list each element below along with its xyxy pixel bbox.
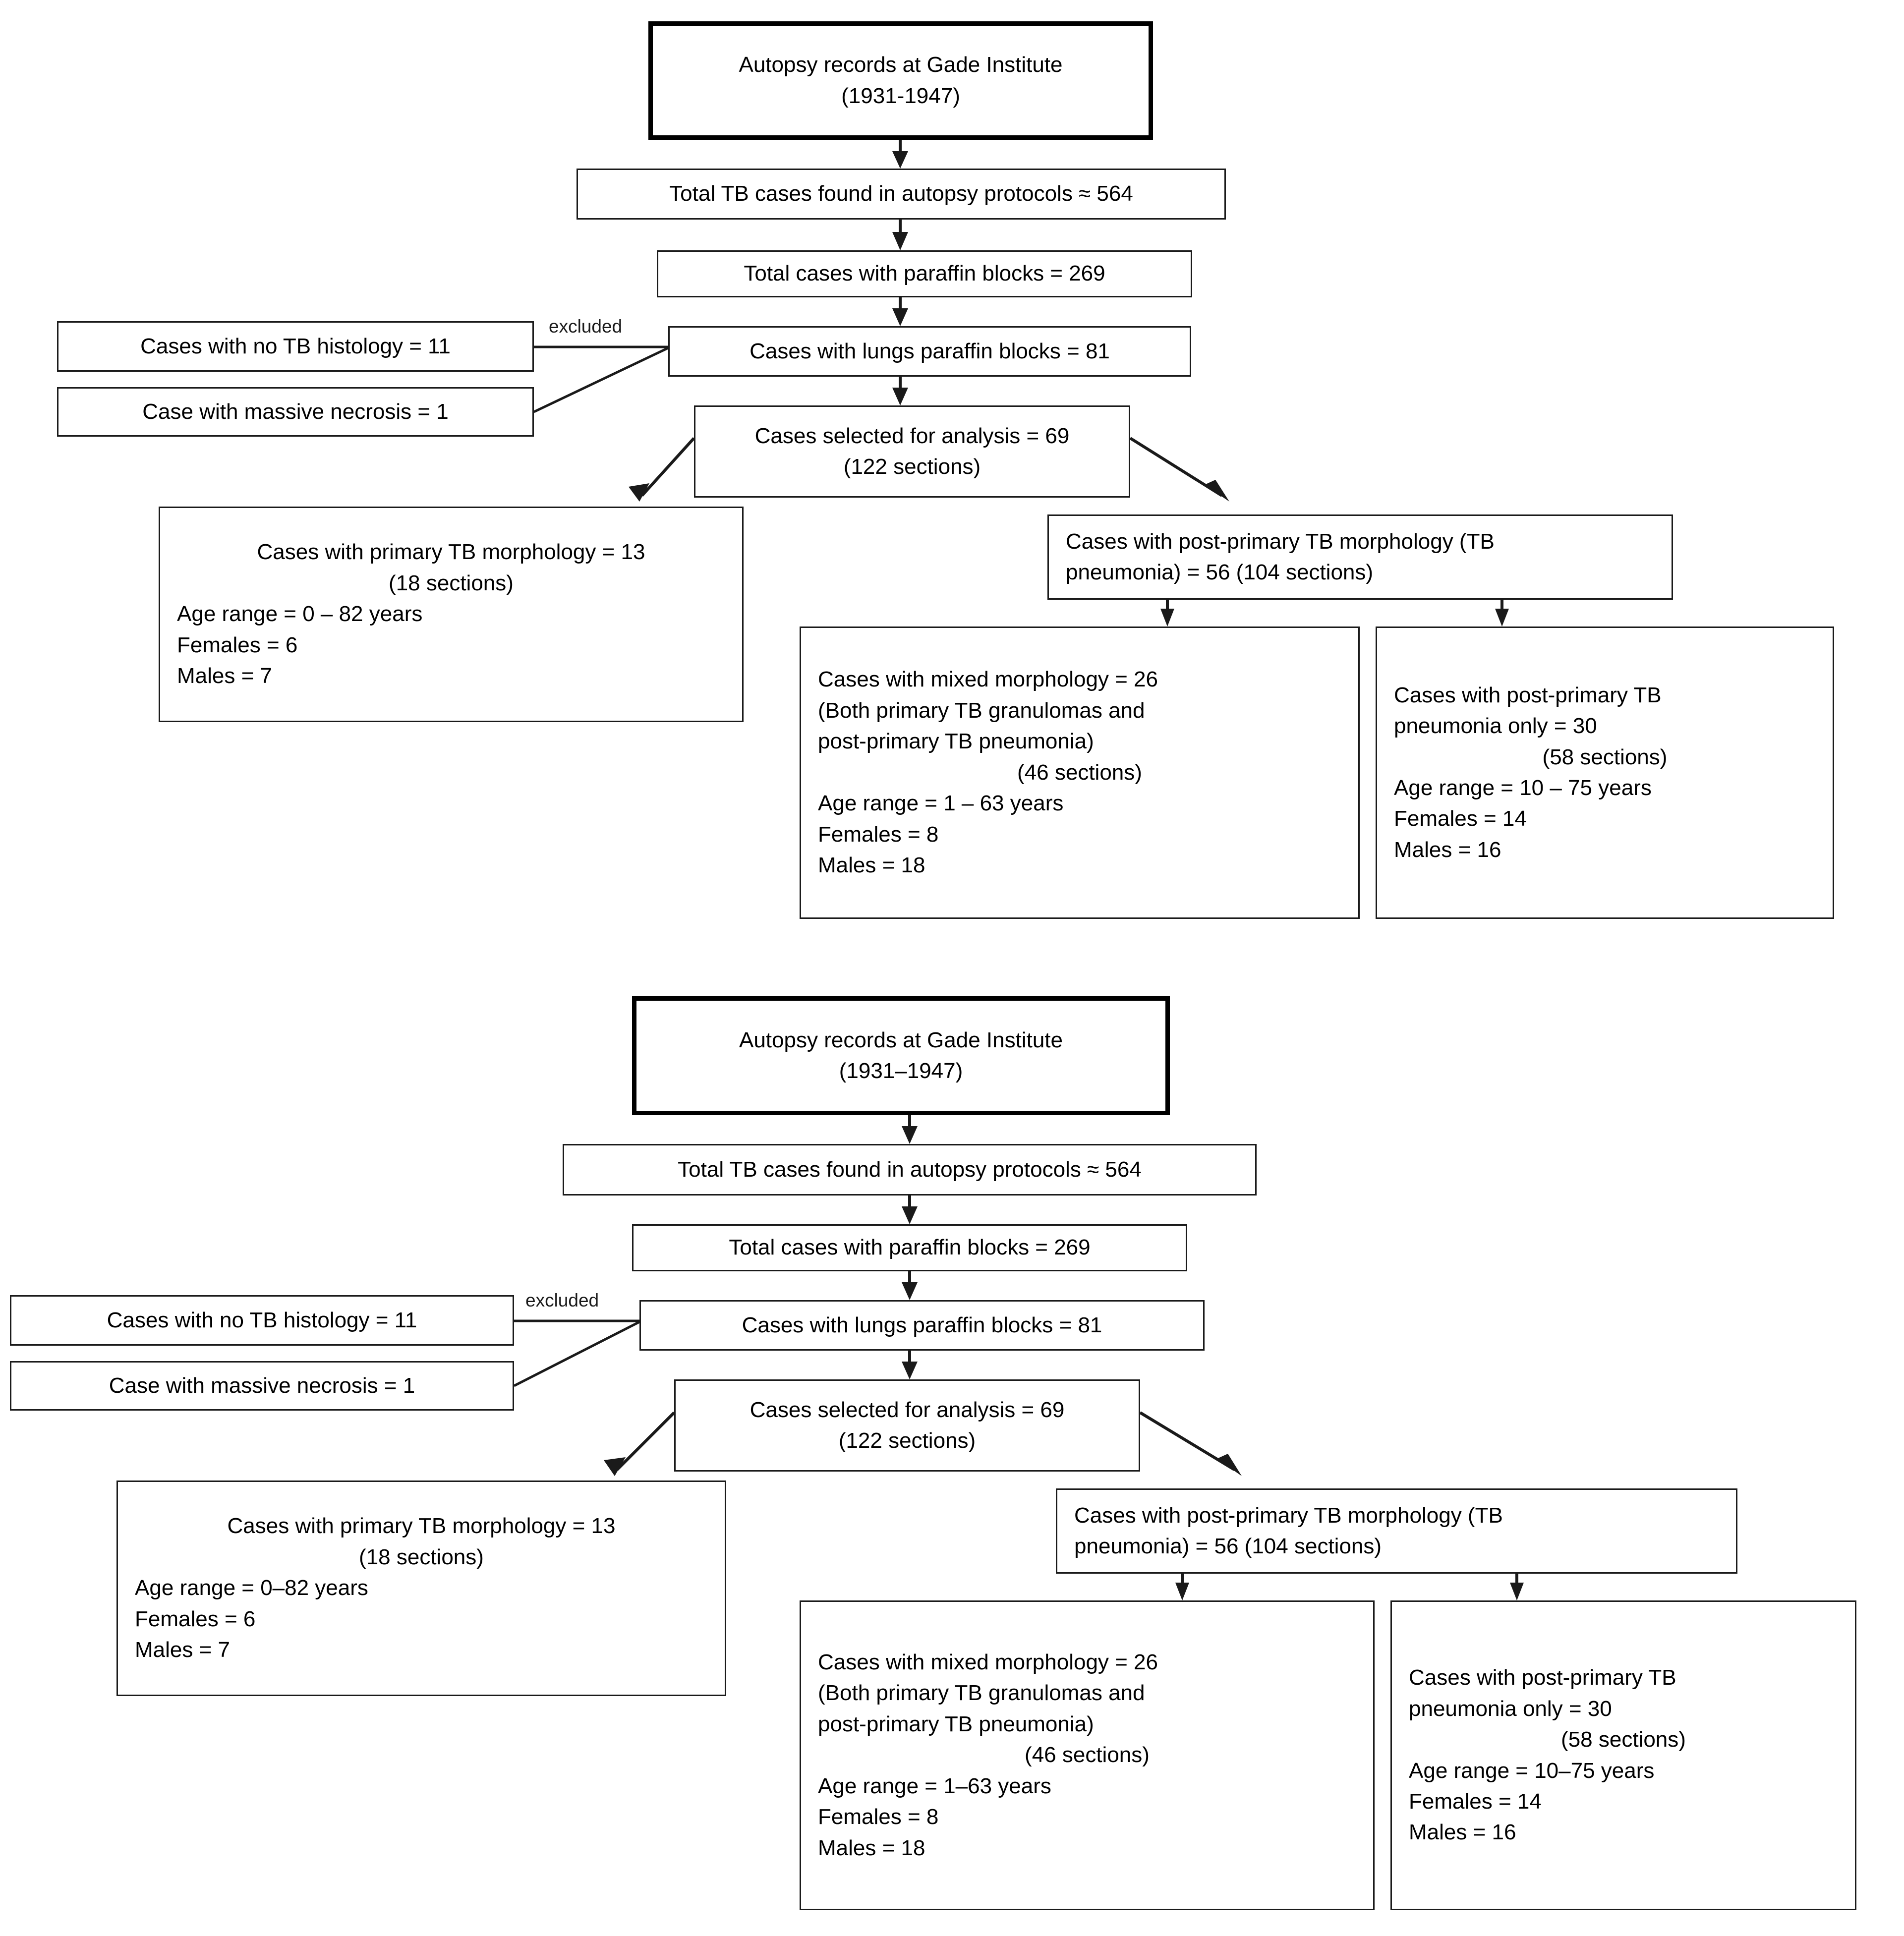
node-primary-tb-males: Males = 7	[135, 1638, 230, 1662]
node-mixed-morphology: Cases with mixed morphology = 26 (Both p…	[800, 1600, 1375, 1910]
node-mixed-morphology-line2: (Both primary TB granulomas and	[818, 698, 1145, 723]
node-post-primary-only-sections: (58 sections)	[1561, 1727, 1686, 1752]
node-total-tb-cases: Total TB cases found in autopsy protocol…	[563, 1144, 1257, 1196]
node-primary-tb-line1: Cases with primary TB morphology = 13	[227, 1514, 616, 1538]
node-lungs-paraffin-blocks-text: Cases with lungs paraffin blocks = 81	[750, 339, 1110, 363]
flowchart-top: Autopsy records at Gade Institute (1931-…	[0, 0, 1904, 942]
node-lungs-paraffin-blocks-text: Cases with lungs paraffin blocks = 81	[742, 1312, 1102, 1337]
node-excluded-no-histology: Cases with no TB histology = 11	[57, 321, 534, 372]
node-mixed-morphology-age-range: Age range = 1 – 63 years	[818, 791, 1064, 816]
node-post-primary-tb-line1: Cases with post-primary TB morphology (T…	[1074, 1503, 1503, 1528]
node-root: Autopsy records at Gade Institute (1931-…	[648, 21, 1153, 140]
node-mixed-morphology-line3: post-primary TB pneumonia)	[818, 729, 1094, 754]
node-lungs-paraffin-blocks: Cases with lungs paraffin blocks = 81	[668, 326, 1191, 377]
node-primary-tb-age-range: Age range = 0–82 years	[135, 1576, 368, 1600]
node-excluded-massive-necrosis-text: Case with massive necrosis = 1	[142, 399, 449, 424]
node-cases-selected-line1: Cases selected for analysis = 69	[754, 423, 1070, 448]
node-post-primary-only-males: Males = 16	[1394, 837, 1501, 862]
node-primary-tb-females: Females = 6	[177, 632, 298, 657]
node-post-primary-tb-line2: pneumonia) = 56 (104 sections)	[1066, 560, 1374, 584]
node-primary-tb: Cases with primary TB morphology = 13 (1…	[159, 507, 744, 722]
excluded-label: excluded	[549, 316, 623, 337]
node-post-primary-only-line2: pneumonia only = 30	[1409, 1696, 1612, 1721]
node-mixed-morphology-males: Males = 18	[818, 1835, 925, 1860]
node-mixed-morphology-sections: (46 sections)	[1017, 760, 1142, 785]
node-excluded-massive-necrosis: Case with massive necrosis = 1	[10, 1361, 514, 1411]
node-primary-tb-line2: (18 sections)	[359, 1544, 484, 1569]
node-mixed-morphology-females: Females = 8	[818, 822, 939, 847]
node-root-line2: (1931–1947)	[839, 1059, 963, 1083]
node-excluded-no-histology-text: Cases with no TB histology = 11	[140, 334, 451, 358]
node-excluded-massive-necrosis-text: Case with massive necrosis = 1	[109, 1373, 415, 1398]
node-post-primary-only-females: Females = 14	[1409, 1789, 1542, 1814]
node-post-primary-tb-line2: pneumonia) = 56 (104 sections)	[1074, 1534, 1382, 1558]
node-post-primary-only-line1: Cases with post-primary TB	[1394, 683, 1662, 707]
node-post-primary-only-line2: pneumonia only = 30	[1394, 714, 1597, 739]
node-post-primary-only-females: Females = 14	[1394, 806, 1527, 831]
node-paraffin-blocks-text: Total cases with paraffin blocks = 269	[729, 1235, 1091, 1260]
node-post-primary-only-age-range: Age range = 10 – 75 years	[1394, 776, 1652, 800]
node-cases-selected-line1: Cases selected for analysis = 69	[750, 1397, 1065, 1422]
node-post-primary-only: Cases with post-primary TB pneumonia onl…	[1376, 626, 1834, 919]
node-paraffin-blocks: Total cases with paraffin blocks = 269	[632, 1224, 1187, 1271]
node-mixed-morphology-line1: Cases with mixed morphology = 26	[818, 1650, 1158, 1674]
node-mixed-morphology-males: Males = 18	[818, 853, 925, 878]
node-root-line2: (1931-1947)	[841, 83, 960, 108]
node-excluded-no-histology-text: Cases with no TB histology = 11	[107, 1308, 417, 1332]
node-post-primary-only: Cases with post-primary TB pneumonia onl…	[1390, 1600, 1856, 1910]
flowchart-bottom: Autopsy records at Gade Institute (1931–…	[0, 942, 1904, 1936]
node-paraffin-blocks-text: Total cases with paraffin blocks = 269	[744, 261, 1105, 286]
node-post-primary-tb: Cases with post-primary TB morphology (T…	[1056, 1488, 1737, 1574]
node-mixed-morphology-females: Females = 8	[818, 1805, 939, 1829]
node-primary-tb: Cases with primary TB morphology = 13 (1…	[116, 1480, 726, 1696]
node-post-primary-tb: Cases with post-primary TB morphology (T…	[1047, 514, 1673, 600]
node-post-primary-only-line1: Cases with post-primary TB	[1409, 1665, 1676, 1690]
node-mixed-morphology: Cases with mixed morphology = 26 (Both p…	[800, 626, 1360, 919]
node-mixed-morphology-line3: post-primary TB pneumonia)	[818, 1711, 1094, 1736]
excluded-label: excluded	[525, 1290, 599, 1310]
node-cases-selected: Cases selected for analysis = 69 (122 se…	[674, 1379, 1140, 1472]
node-primary-tb-line1: Cases with primary TB morphology = 13	[257, 540, 645, 565]
node-excluded-no-histology: Cases with no TB histology = 11	[10, 1295, 514, 1346]
node-cases-selected: Cases selected for analysis = 69 (122 se…	[694, 405, 1130, 498]
node-cases-selected-line2: (122 sections)	[838, 1428, 976, 1453]
node-primary-tb-age-range: Age range = 0 – 82 years	[177, 602, 423, 626]
node-post-primary-only-age-range: Age range = 10–75 years	[1409, 1758, 1655, 1783]
node-mixed-morphology-sections: (46 sections)	[1025, 1743, 1150, 1767]
node-lungs-paraffin-blocks: Cases with lungs paraffin blocks = 81	[639, 1300, 1205, 1351]
node-primary-tb-females: Females = 6	[135, 1606, 256, 1631]
node-total-tb-cases-text: Total TB cases found in autopsy protocol…	[669, 181, 1133, 206]
node-primary-tb-line2: (18 sections)	[389, 570, 514, 595]
node-cases-selected-line2: (122 sections)	[843, 455, 981, 479]
node-total-tb-cases: Total TB cases found in autopsy protocol…	[577, 169, 1226, 220]
node-paraffin-blocks: Total cases with paraffin blocks = 269	[657, 250, 1192, 297]
node-primary-tb-males: Males = 7	[177, 664, 272, 688]
node-root-line1: Autopsy records at Gade Institute	[739, 1027, 1063, 1052]
node-mixed-morphology-line1: Cases with mixed morphology = 26	[818, 667, 1158, 692]
node-mixed-morphology-age-range: Age range = 1–63 years	[818, 1773, 1051, 1798]
node-root: Autopsy records at Gade Institute (1931–…	[632, 996, 1170, 1115]
node-mixed-morphology-line2: (Both primary TB granulomas and	[818, 1681, 1145, 1706]
node-total-tb-cases-text: Total TB cases found in autopsy protocol…	[678, 1157, 1142, 1182]
node-post-primary-tb-line1: Cases with post-primary TB morphology (T…	[1066, 529, 1495, 554]
node-root-line1: Autopsy records at Gade Institute	[739, 53, 1063, 77]
node-post-primary-only-males: Males = 16	[1409, 1820, 1516, 1845]
node-excluded-massive-necrosis: Case with massive necrosis = 1	[57, 387, 534, 437]
node-post-primary-only-sections: (58 sections)	[1542, 744, 1668, 769]
